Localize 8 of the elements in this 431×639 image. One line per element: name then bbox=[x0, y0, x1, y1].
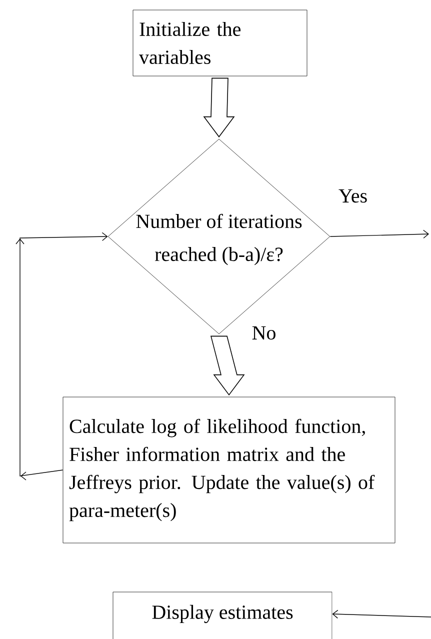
output-box: Display estimates bbox=[112, 592, 332, 639]
block-arrow bbox=[203, 78, 235, 138]
edge-label: Yes bbox=[337, 188, 369, 204]
arrow bbox=[16, 232, 108, 480]
process-box: Initialize the variables bbox=[132, 10, 308, 76]
process-box: Calculate log of likelihood function, Fisher information matrix and the Jeffreys prior. Update the value(s) of para-meter(s) bbox=[62, 396, 396, 544]
arrow bbox=[332, 610, 431, 619]
arrow bbox=[330, 230, 429, 238]
